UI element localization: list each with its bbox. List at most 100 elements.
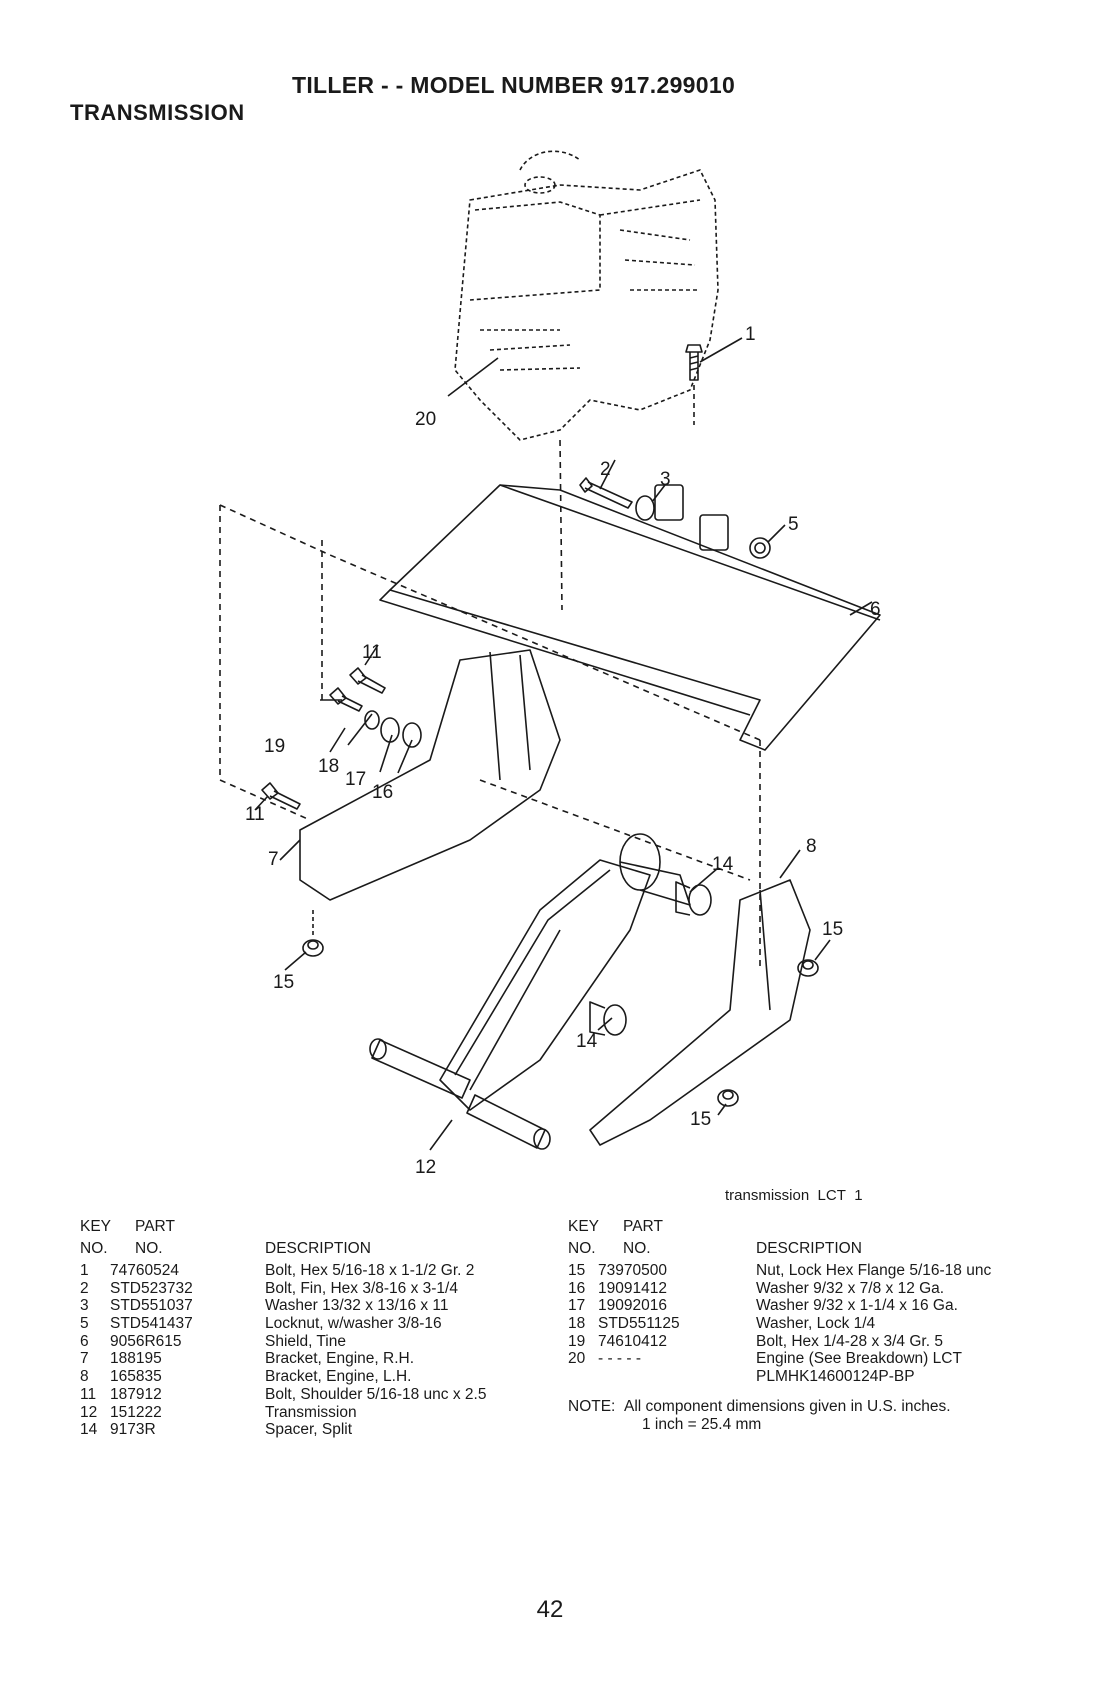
part-number: 19092016: [598, 1297, 667, 1315]
part-description: Shield, Tine: [265, 1332, 346, 1350]
key-number: 16: [568, 1279, 586, 1297]
bolt-1: [685, 344, 703, 381]
key-number: 20: [568, 1350, 586, 1368]
part-number: STD523732: [110, 1279, 193, 1297]
callout-20: 20: [415, 409, 436, 430]
bolt-11-upper: [349, 667, 386, 694]
transmission-12: [369, 833, 691, 1150]
key-number: 6: [80, 1332, 89, 1350]
table-row: 8 165835 Bracket, Engine, L.H.: [80, 1368, 550, 1386]
part-description: Locknut, w/washer 3/8-16: [265, 1315, 442, 1333]
table-row: 18 STD551125 Washer, Lock 1/4: [568, 1315, 1038, 1333]
part-description: Nut, Lock Hex Flange 5/16-18 unc: [756, 1262, 992, 1279]
part-description: Bracket, Engine, L.H.: [265, 1368, 412, 1386]
table-row: 15 73970500 Nut, Lock Hex Flange 5/16-18 u…: [568, 1262, 1038, 1280]
bolt-2: [579, 477, 633, 509]
callout-labels: 1 2 3 5 6 7 8 11 11 12 14 14 15 15 15 15…: [245, 324, 881, 1200]
page-number: 42: [536, 1596, 564, 1623]
part-number: 188195: [110, 1350, 162, 1368]
washer-3: [635, 495, 655, 521]
bracket-7: [299, 649, 561, 901]
table-row: 19 74610412 Bolt, Hex 1/4-28 x 3/4 Gr. 5: [568, 1333, 1038, 1351]
callout-14-upper: 14: [712, 854, 734, 875]
part-number: STD541437: [110, 1315, 193, 1333]
engine-outline: [454, 150, 719, 611]
part-description: Bolt, Hex 1/4-28 x 3/4 Gr. 5: [756, 1332, 943, 1350]
key-number: 19: [568, 1332, 586, 1350]
key-number: 7: [80, 1350, 89, 1368]
exploded-parts-diagram: 1 2 3 5 6 7 8 11 11 12 14 14 15 15 15 15…: [219, 150, 881, 1200]
spacer-14-lower: [589, 1001, 627, 1036]
callout-15-right-upper: 15: [822, 919, 843, 940]
part-number: 74610412: [598, 1332, 667, 1350]
part-number: 187912: [110, 1385, 162, 1403]
key-number: 2: [80, 1279, 89, 1297]
part-description: Bracket, Engine, R.H.: [265, 1350, 415, 1368]
callout-6: 6: [870, 599, 881, 620]
key-number: 15: [568, 1262, 586, 1279]
washer-17: [380, 717, 400, 743]
spacer-14-upper: [675, 881, 712, 916]
part-description: Engine (See Breakdown) LCT PLMHK14600124…: [756, 1350, 962, 1386]
part-number: 74760524: [110, 1262, 179, 1279]
note-label: NOTE:: [568, 1397, 616, 1415]
callout-18: 18: [318, 756, 339, 777]
note-line-2: 1 inch = 25.4 mm: [642, 1415, 762, 1433]
bolt-19: [329, 687, 363, 712]
table-row: 20 - - - - - Engine (See Breakdown) LCT PL…: [568, 1350, 1038, 1385]
callout-5: 5: [788, 514, 799, 535]
page-title: TILLER - - MODEL NUMBER 917.299010: [292, 72, 736, 98]
part-description: Washer 9/32 x 7/8 x 12 Ga.: [756, 1279, 945, 1297]
part-number: 9056R615: [110, 1332, 182, 1350]
callout-3: 3: [660, 469, 671, 490]
section-title: TRANSMISSION: [70, 100, 245, 125]
key-number: 17: [568, 1297, 586, 1315]
washer-18: [364, 710, 380, 730]
part-number: STD551125: [598, 1315, 680, 1333]
table-row: 12 151222 Transmission: [80, 1404, 550, 1422]
locknut-5: [749, 537, 771, 559]
nut-15-right-upper: [797, 959, 819, 977]
callout-15-left: 15: [273, 972, 294, 993]
table-row: 5 STD541437 Locknut, w/washer 3/8-16: [80, 1315, 550, 1333]
part-number: 19091412: [598, 1279, 667, 1297]
part-description: Bolt, Fin, Hex 3/8-16 x 3-1/4: [265, 1279, 458, 1297]
key-number: 8: [80, 1368, 89, 1386]
key-number: 14: [80, 1421, 98, 1439]
key-number: 5: [80, 1315, 89, 1333]
callout-1: 1: [745, 324, 756, 345]
part-number: STD551037: [110, 1297, 193, 1315]
callout-7: 7: [268, 849, 279, 870]
callout-11-lower: 11: [245, 804, 265, 825]
table-row: 7 188195 Bracket, Engine, R.H.: [80, 1350, 550, 1368]
nut-15-left: [302, 939, 324, 957]
part-number: 9173R: [110, 1421, 156, 1439]
callout-14-lower: 14: [576, 1031, 598, 1052]
callout-11-upper: 11: [362, 642, 382, 663]
dimensions-note: NOTE: All component dimensions given in …: [568, 1398, 1038, 1438]
note-line-1: All component dimensions given in U.S. i…: [624, 1397, 951, 1415]
part-description: Bolt, Hex 5/16-18 x 1-1/2 Gr. 2: [265, 1262, 475, 1279]
table-row: 14 9173R Spacer, Split: [80, 1421, 550, 1439]
table-header: KEY PART NO. NO. DESCRIPTION: [80, 1218, 371, 1257]
callout-16: 16: [372, 782, 393, 803]
table-row: 2 STD523732 Bolt, Fin, Hex 3/8-16 x 3-1/4: [80, 1280, 550, 1298]
bracket-8: [589, 879, 811, 1146]
part-description: Spacer, Split: [265, 1421, 353, 1439]
part-number: 165835: [110, 1368, 162, 1386]
callout-8: 8: [806, 836, 817, 857]
key-number: 3: [80, 1297, 89, 1315]
key-number: 12: [80, 1403, 98, 1421]
part-number: 151222: [110, 1403, 162, 1421]
part-number: 73970500: [598, 1262, 667, 1279]
part-description: Washer, Lock 1/4: [756, 1315, 876, 1333]
key-number: 18: [568, 1315, 586, 1333]
callout-15-lower: 15: [690, 1109, 711, 1130]
washer-16: [402, 722, 422, 748]
part-description: Transmission: [265, 1403, 357, 1421]
part-number: - - - - -: [598, 1350, 642, 1368]
table-header: KEY PART NO. NO. DESCRIPTION: [568, 1218, 862, 1257]
